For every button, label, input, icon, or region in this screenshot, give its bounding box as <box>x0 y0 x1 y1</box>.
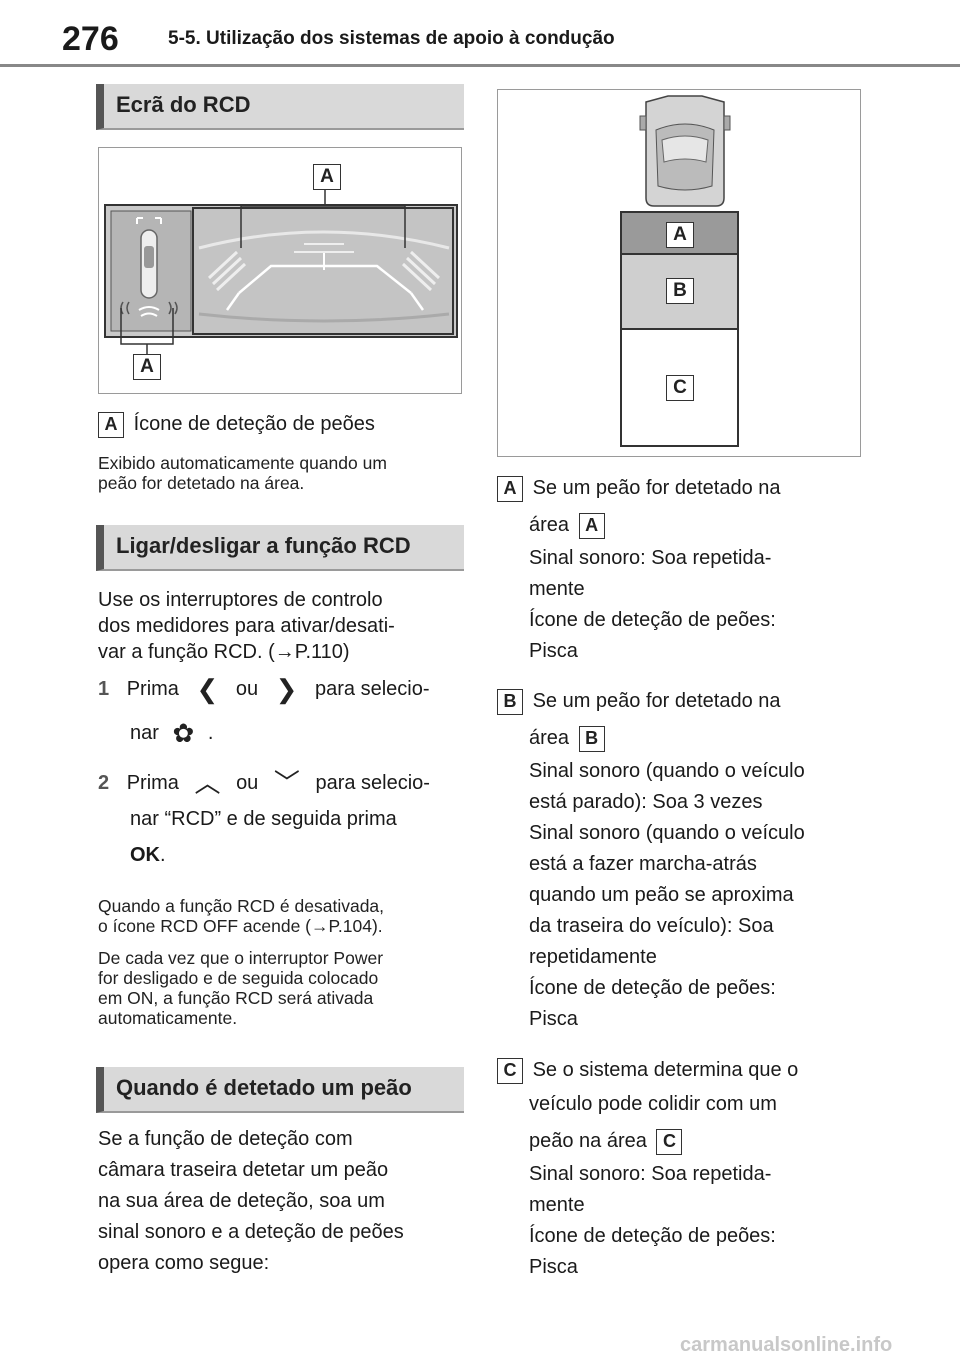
step-1: 1 Prima ❮ ou ❯ para selecio- nar ✿ . <box>98 674 430 748</box>
chevron-down-icon: ﹀ <box>273 768 300 798</box>
detection-zones-figure: A B C <box>497 89 861 457</box>
detection-zones-illustration <box>620 95 739 447</box>
watermark: carmanualsonline.info <box>680 1334 893 1356</box>
zone-c-label: C <box>666 375 694 401</box>
chevron-up-icon: ︿ <box>194 768 221 798</box>
ok-button-icon: OK <box>130 844 160 866</box>
gear-icon: ✿ <box>172 718 195 748</box>
zone-a-label: A <box>666 222 694 248</box>
legend-a-note: Exibido automaticamente quando um peão f… <box>98 453 387 493</box>
label-a-bottom: A <box>133 354 161 380</box>
legend-a-tag: A <box>98 412 124 438</box>
toggle-paragraph: Use os interruptores de controlo dos med… <box>98 589 395 663</box>
rcd-screen-figure: A A <box>98 147 462 394</box>
toggle-note-1: Quando a função RCD é desativada, o ícon… <box>98 896 385 936</box>
zone-b-tag: B <box>497 689 523 715</box>
step-number: 1 <box>98 678 110 700</box>
rcd-screen-illustration <box>104 188 458 354</box>
header-divider <box>0 64 960 67</box>
legend-a: A Ícone de deteção de peões <box>98 411 468 438</box>
zone-c-tag: C <box>497 1058 523 1084</box>
section-heading-toggle: Ligar/desligar a função RCD <box>96 525 464 571</box>
zone-b-description: B Se um peão for detetado na área B Sina… <box>497 686 867 1035</box>
zone-a-tag: A <box>497 476 523 502</box>
section-heading-detected: Quando é detetado um peão <box>96 1067 464 1113</box>
legend-a-text: Ícone de deteção de peões <box>133 413 375 435</box>
zone-b-label: B <box>666 278 694 304</box>
chevron-right-icon: ❯ <box>275 674 298 704</box>
zone-c-description: C Se o sistema determina que o veículo p… <box>497 1055 867 1283</box>
label-a-top: A <box>313 164 341 190</box>
step-2: 2 Prima ︿ ou ﹀ para selecio- nar “RCD” e… <box>98 768 430 866</box>
step-number: 2 <box>98 772 110 794</box>
toggle-note-2: De cada vez que o interruptor Power for … <box>98 948 384 1028</box>
section-heading-rcd-screen: Ecrã do RCD <box>96 84 464 130</box>
section-heading-label: Ligar/desligar a função RCD <box>116 533 411 558</box>
section-heading-label: Ecrã do RCD <box>116 92 251 117</box>
zone-a-inline-tag: A <box>578 513 605 539</box>
page-number: 276 <box>62 20 119 58</box>
chapter-title: 5-5. Utilização dos sistemas de apoio à … <box>168 28 615 49</box>
detected-paragraph: Se a função de deteção com câmara trasei… <box>98 1128 404 1274</box>
zone-c-inline-tag: C <box>656 1129 683 1155</box>
zone-a-description: A Se um peão for detetado na área A Sina… <box>497 473 867 667</box>
section-heading-label: Quando é detetado um peão <box>116 1075 412 1100</box>
chevron-left-icon: ❮ <box>196 674 219 704</box>
zone-b-inline-tag: B <box>578 726 605 752</box>
